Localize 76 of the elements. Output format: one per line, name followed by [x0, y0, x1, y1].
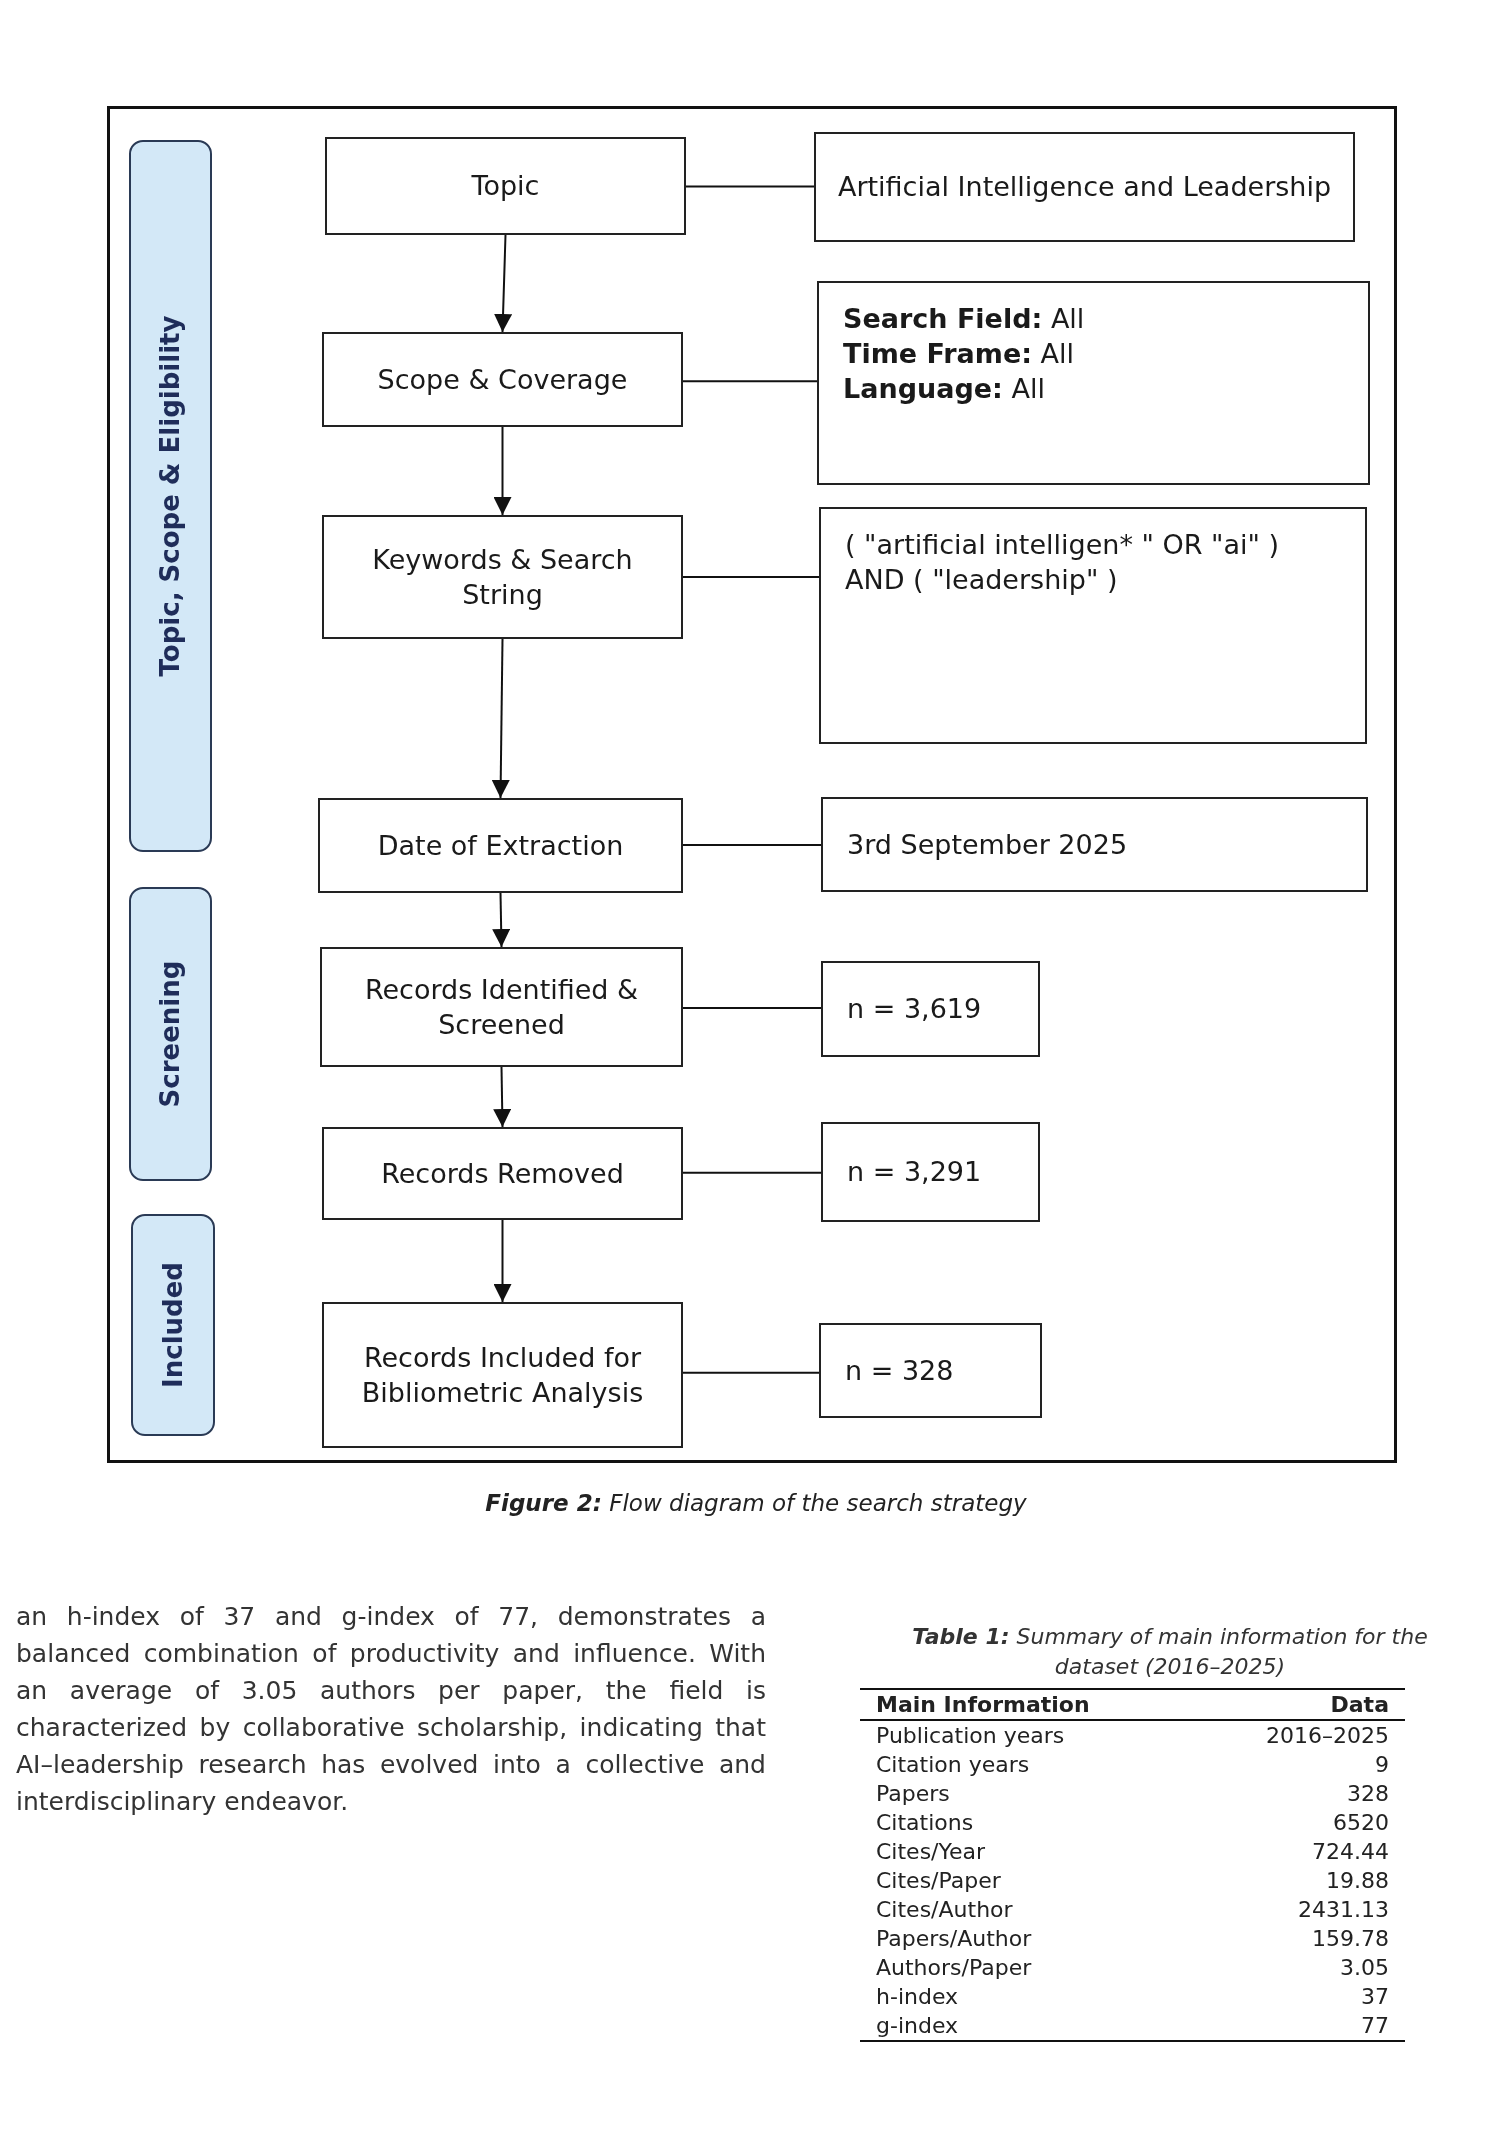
data-value: 2431.13 — [1297, 1896, 1390, 1924]
process-box — [814, 132, 1355, 242]
box-text: Records Removed — [381, 1156, 624, 1191]
connector-line — [682, 1371, 820, 1374]
data-value: 77 — [1360, 2012, 1390, 2040]
box-text: n = 3,291 — [847, 1155, 982, 1190]
process-box — [322, 515, 683, 639]
data-value: 9 — [1374, 1751, 1390, 1779]
connector-line — [685, 185, 815, 188]
box-text: Artificial Intelligence and Leadership — [837, 170, 1332, 205]
row-label: Cites/Year — [875, 1838, 987, 1866]
box-text: Scope & Coverage — [377, 362, 628, 397]
connector-line — [682, 380, 818, 383]
stage-band — [129, 140, 212, 852]
box-text: 3rd September 2025 — [847, 827, 1128, 862]
box-text: Search Field: All — [843, 302, 1085, 336]
box-text: Language: All — [843, 372, 1045, 407]
process-box — [817, 281, 1370, 485]
process-box — [819, 1323, 1042, 1418]
row-label: Papers — [875, 1780, 951, 1808]
box-text: Date of Extraction — [377, 828, 624, 863]
box-text: Time Frame: All — [843, 337, 1075, 372]
data-value: 328 — [1346, 1780, 1390, 1808]
box-text: Records Identified & Screened — [363, 972, 640, 1042]
box-text: Topic — [471, 169, 540, 204]
row-label: Papers/Author — [875, 1925, 1033, 1953]
data-value: 2016–2025 — [1265, 1722, 1390, 1750]
process-box — [821, 797, 1368, 892]
process-box — [325, 137, 686, 235]
process-box — [821, 1122, 1040, 1222]
stage-band — [131, 1214, 215, 1436]
connector-line — [682, 1171, 822, 1174]
row-label: Citation years — [875, 1751, 1031, 1779]
stage-label: Topic, Scope & Eligibility — [155, 315, 186, 677]
data-value: 37 — [1360, 1983, 1390, 2011]
connector-line — [682, 844, 822, 846]
stage-label: Included — [158, 1262, 188, 1388]
box-text: Keywords & Search String — [371, 542, 634, 612]
column-heading: Main Information — [860, 1690, 1250, 1721]
row-label: Authors/Paper — [875, 1954, 1033, 1982]
box-text: Records Included for Bibliometric Analysis — [360, 1340, 645, 1410]
stage-band — [129, 887, 212, 1181]
arrow — [493, 1219, 512, 1303]
row-label: Cites/Author — [875, 1896, 1014, 1924]
arrow — [492, 892, 511, 948]
body-paragraph: an h-index of 37 and g-index of 77, demonstrates a balanced combination of productivity and influence. With an average of 3.05 authors per paper, the field is characterized by collaborative scholarship, indicating that AI–leadership research has evolved into a collective and interdisciplinary endeavor. — [16, 1601, 766, 1818]
box-text: n = 328 — [845, 1353, 954, 1388]
data-value: 3.05 — [1339, 1954, 1390, 1982]
arrow — [493, 426, 512, 516]
process-box — [819, 507, 1367, 744]
data-value: 6520 — [1332, 1809, 1390, 1837]
process-box — [322, 332, 683, 427]
data-value: 159.78 — [1311, 1925, 1390, 1953]
process-box — [318, 798, 683, 893]
box-text: ( "artificial intelligen* " OR "ai" ) AND ( "leadership" ) — [845, 528, 1281, 598]
data-value: 724.44 — [1311, 1838, 1390, 1866]
row-label: Citations — [875, 1809, 975, 1837]
process-box — [322, 1302, 683, 1448]
arrow — [491, 638, 510, 799]
stage-label: Screening — [155, 960, 186, 1108]
process-box — [322, 1127, 683, 1220]
data-value: 19.88 — [1325, 1867, 1390, 1895]
connector-line — [682, 576, 820, 578]
table-caption: Table 1: Summary of main information for the dataset (2016–2025) — [911, 1623, 1429, 1681]
row-label: h-index — [875, 1983, 960, 2011]
column-heading: Data — [1250, 1690, 1405, 1721]
connector-line — [682, 1007, 822, 1009]
process-box — [320, 947, 683, 1067]
row-label: g-index — [875, 2012, 960, 2040]
row-label: Cites/Paper — [875, 1867, 1002, 1895]
arrow — [494, 234, 513, 333]
row-label: Publication years — [875, 1722, 1066, 1750]
box-text: n = 3,619 — [847, 992, 982, 1027]
figure-caption: Figure 2: Flow diagram of the search strategy — [484, 1490, 1028, 1516]
arrow — [493, 1066, 512, 1128]
process-box — [821, 961, 1040, 1057]
